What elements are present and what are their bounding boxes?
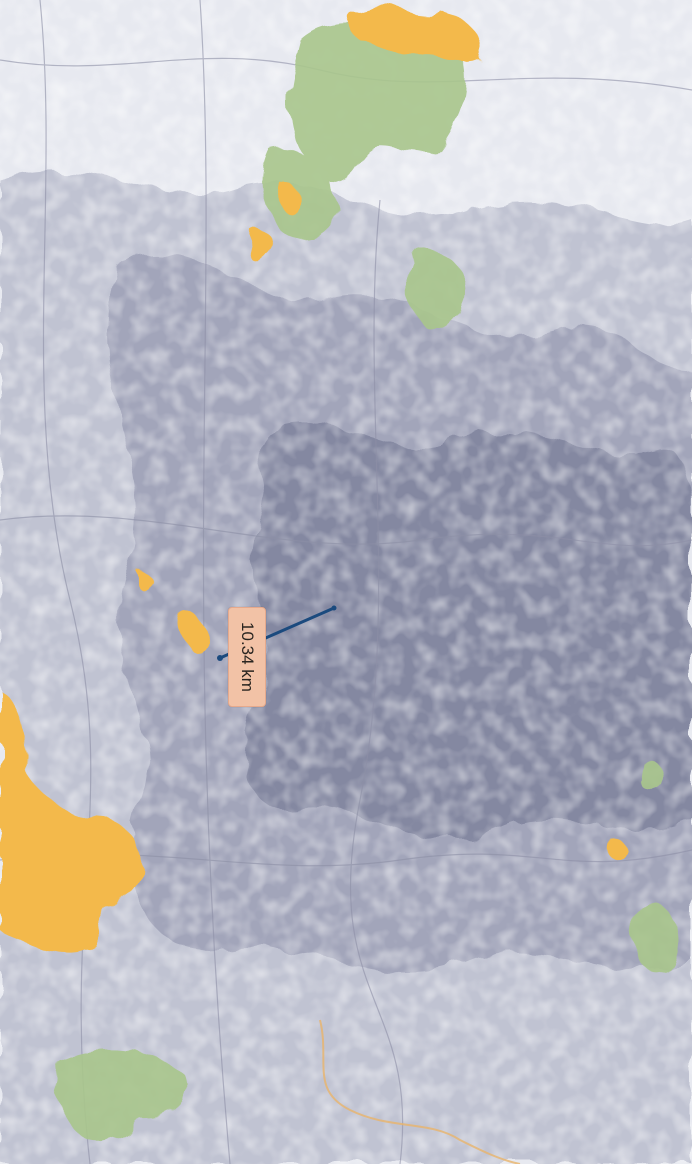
park-south-west xyxy=(55,1049,188,1141)
park-east-small xyxy=(637,759,664,791)
urban-core-centre xyxy=(177,611,208,654)
park-east xyxy=(633,902,676,973)
park-north xyxy=(288,20,467,183)
urban-cores xyxy=(0,7,627,955)
measure-end-point[interactable] xyxy=(331,605,337,611)
park-north-strip xyxy=(262,148,340,241)
urban-core-north-small-2 xyxy=(279,184,299,213)
measure-start-point[interactable] xyxy=(217,655,223,661)
urban-core-north-small xyxy=(246,227,272,263)
park-north-east xyxy=(408,249,466,330)
urban-core-west xyxy=(0,690,141,955)
distance-label-text: 10.34 km xyxy=(238,622,257,692)
urban-core-west-small xyxy=(137,571,152,592)
urban-core-east xyxy=(609,839,627,863)
park-areas xyxy=(55,20,676,1141)
urban-core-north xyxy=(348,7,483,63)
distance-label: 10.34 km xyxy=(228,607,266,707)
river-line xyxy=(319,1019,521,1164)
